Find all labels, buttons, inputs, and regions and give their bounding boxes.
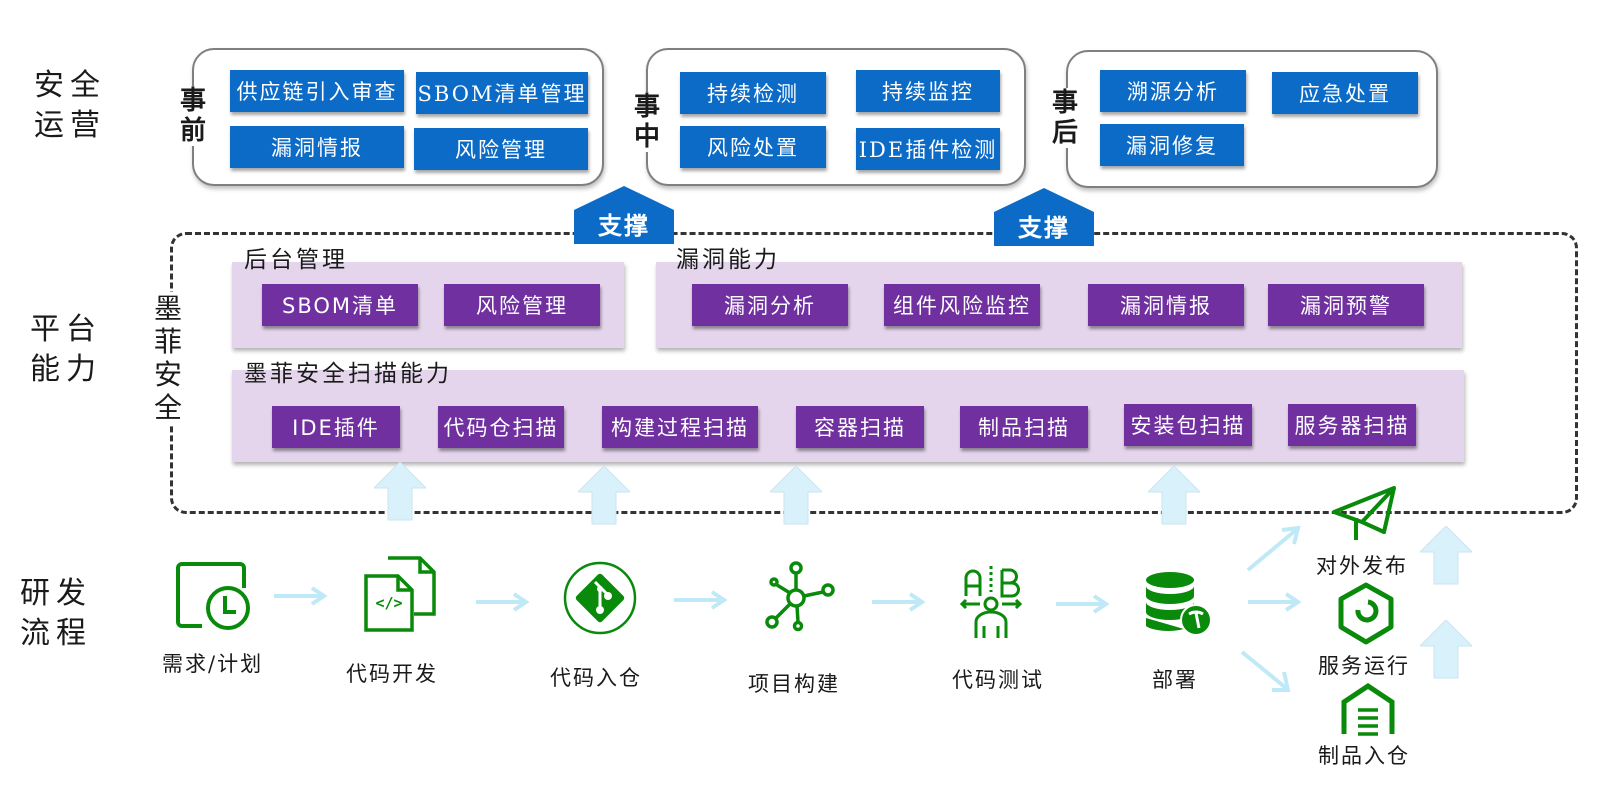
branch-arrow-up-icon xyxy=(1246,525,1301,572)
flow-step-label: 需求/计划 xyxy=(162,652,264,676)
scan-item-build-scan[interactable]: 构建过程扫描 xyxy=(602,406,758,448)
support-label: 支撑 xyxy=(598,211,650,240)
flow-arrow-icon xyxy=(674,590,728,610)
support-badge-right: 支撑 xyxy=(994,188,1094,246)
row-label-dev-flow: 研发流程 xyxy=(20,576,92,651)
database-deploy-icon xyxy=(1146,572,1212,636)
ops-item-sbom-management[interactable]: SBOM清单管理 xyxy=(416,72,588,114)
support-shape xyxy=(994,188,1094,246)
branch-arrow-right-icon xyxy=(1248,592,1302,612)
platform-item-vuln-alert[interactable]: 漏洞预警 xyxy=(1268,284,1424,326)
scan-item-package-scan[interactable]: 安装包扫描 xyxy=(1124,404,1252,446)
ab-test-icon xyxy=(960,566,1023,638)
ops-item-vuln-intel[interactable]: 漏洞情报 xyxy=(230,126,404,168)
row-label-security-ops: 安全运营 xyxy=(34,68,106,143)
ops-item-continuous-monitoring[interactable]: 持续监控 xyxy=(856,70,1000,112)
platform-item-sbom-list[interactable]: SBOM清单 xyxy=(262,284,418,326)
support-label: 支撑 xyxy=(1018,213,1070,242)
platform-item-vuln-intel[interactable]: 漏洞情报 xyxy=(1088,284,1244,326)
ops-item-risk-management[interactable]: 风险管理 xyxy=(414,128,588,170)
flow-step-label: 代码测试 xyxy=(952,668,1044,692)
ops-item-trace-analysis[interactable]: 溯源分析 xyxy=(1100,70,1246,112)
phase-label-after: 事后 xyxy=(1050,88,1080,148)
vuln-panel-title: 漏洞能力 xyxy=(676,247,780,273)
up-arrow-icon xyxy=(1420,620,1472,679)
backend-panel-title: 后台管理 xyxy=(244,247,348,273)
flow-arrow-icon xyxy=(476,592,530,612)
up-arrow-icon xyxy=(578,466,630,525)
platform-item-risk-management[interactable]: 风险管理 xyxy=(444,284,600,326)
scan-item-artifact-scan[interactable]: 制品扫描 xyxy=(960,406,1088,448)
phase-label-before: 事前 xyxy=(178,86,208,146)
row-label-platform: 平台能力 xyxy=(30,312,102,387)
vendor-label-text: 墨菲安全 xyxy=(154,292,183,424)
scan-item-container-scan[interactable]: 容器扫描 xyxy=(796,406,924,448)
hub-network-icon xyxy=(765,561,835,632)
outcome-label: 制品入仓 xyxy=(1318,744,1410,768)
up-arrow-icon xyxy=(1148,466,1200,525)
scan-item-ide-plugin[interactable]: IDE插件 xyxy=(272,406,400,448)
ops-item-supply-chain-review[interactable]: 供应链引入审查 xyxy=(230,70,404,112)
up-arrow-icon xyxy=(770,466,822,525)
hexagon-service-icon xyxy=(1338,582,1394,645)
branch-arrow-down-icon xyxy=(1240,650,1291,692)
ops-item-emergency-response[interactable]: 应急处置 xyxy=(1272,72,1418,114)
flow-step-label: 代码入仓 xyxy=(550,666,642,690)
ops-item-ide-plugin-detection[interactable]: IDE插件检测 xyxy=(856,128,1000,170)
scan-item-server-scan[interactable]: 服务器扫描 xyxy=(1288,404,1416,446)
flow-arrow-icon xyxy=(1056,594,1110,614)
platform-item-vuln-analysis[interactable]: 漏洞分析 xyxy=(692,284,848,326)
scan-panel-title: 墨菲安全扫描能力 xyxy=(244,361,452,387)
flow-step-label: 代码开发 xyxy=(346,662,438,686)
outcome-label: 对外发布 xyxy=(1316,554,1408,578)
warehouse-icon xyxy=(1341,682,1395,736)
flow-step-label: 部署 xyxy=(1152,668,1198,692)
flow-step-label: 项目构建 xyxy=(748,672,840,696)
svg-text:</>: </> xyxy=(375,594,402,612)
ops-item-risk-handling[interactable]: 风险处置 xyxy=(680,126,826,168)
code-file-icon: </> xyxy=(364,556,436,632)
scan-item-repo-scan[interactable]: 代码仓扫描 xyxy=(438,406,564,448)
flow-arrow-icon xyxy=(274,586,328,606)
up-arrow-icon xyxy=(1420,526,1472,585)
platform-item-component-risk-monitor[interactable]: 组件风险监控 xyxy=(884,284,1040,326)
support-shape xyxy=(574,186,674,244)
flow-arrow-icon xyxy=(872,592,926,612)
outcome-label: 服务运行 xyxy=(1318,654,1410,678)
up-arrow-icon xyxy=(374,462,426,521)
phase-label-during: 事中 xyxy=(632,92,662,152)
ops-item-vuln-fix[interactable]: 漏洞修复 xyxy=(1100,124,1244,166)
calendar-clock-icon xyxy=(176,562,250,630)
git-icon xyxy=(563,561,637,635)
vendor-label: 墨菲安全 xyxy=(154,292,182,424)
support-badge-left: 支撑 xyxy=(574,186,674,244)
paper-plane-icon xyxy=(1332,486,1396,540)
ops-item-continuous-detection[interactable]: 持续检测 xyxy=(680,72,826,114)
